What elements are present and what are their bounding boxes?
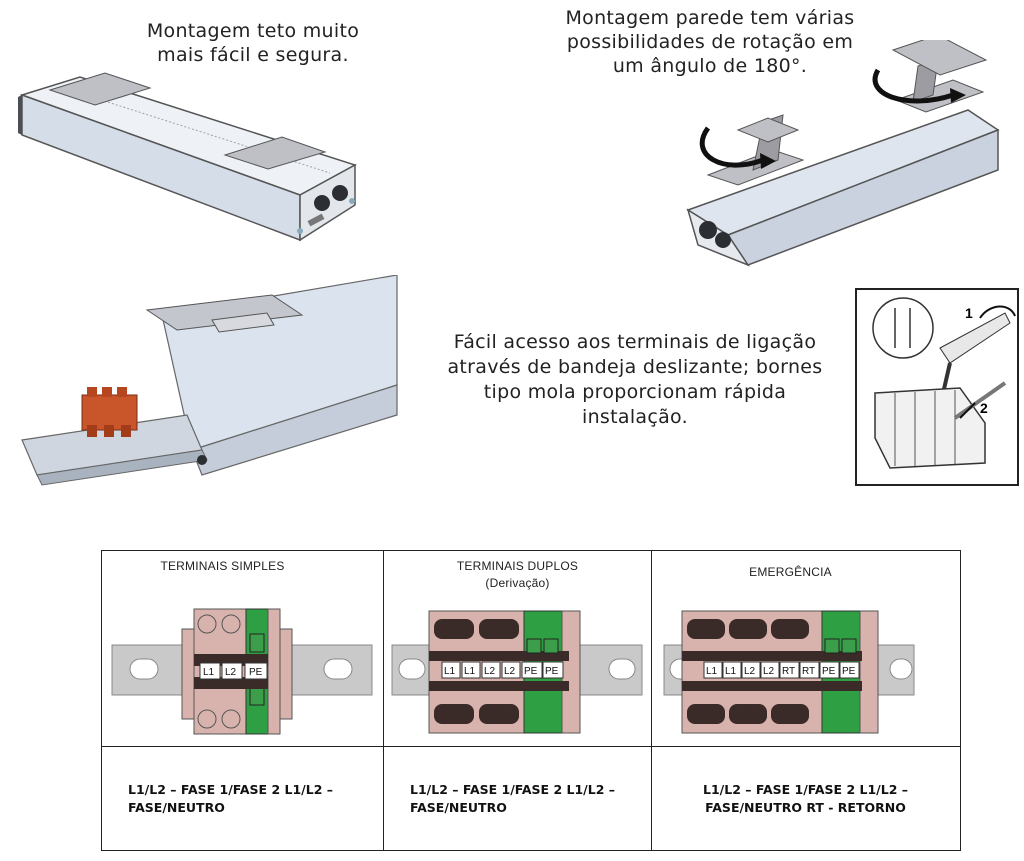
terminal-label: PE (249, 667, 263, 678)
terminal-label: RT (802, 666, 815, 677)
terminal-label: L1 (203, 667, 215, 678)
sliding-tray-image (12, 275, 402, 490)
wall-mount-caption: Montagem parede tem várias possibilidade… (540, 6, 880, 78)
emergency-terminal-block-image: L1 L1 L2 L2 RT RT PE PE (663, 610, 915, 734)
terminal-label: L2 (504, 666, 516, 677)
simple-terminal-block-image: L1 L2 PE (111, 608, 373, 735)
terminal-label: L1 (464, 666, 476, 677)
terminal-column-double: TERMINAIS DUPLOS (Derivação) L1 L1 (383, 551, 651, 850)
access-caption-line-2: através de bandeja deslizante; bornes (447, 356, 823, 378)
spring-terminal-diagram: 1 2 (855, 288, 1019, 486)
table-row-divider (102, 746, 960, 747)
access-caption-line-4: instalação. (582, 406, 688, 428)
column-title: TERMINAIS DUPLOS (456, 559, 579, 573)
ceiling-caption-line-1: Montagem teto muito (146, 20, 360, 42)
terminal-column-simple: TERMINAIS SIMPLES L1 L2 PE L1/L2 – (102, 551, 383, 850)
access-caption-line-3: tipo mola proporcionam rápida (483, 381, 787, 403)
wall-caption-line-2: possibilidades de rotação em (566, 31, 854, 53)
column-subtitle: (Derivação) (485, 576, 550, 590)
access-caption-line-1: Fácil acesso aos terminais de ligação (453, 331, 817, 353)
terminal-label: L2 (225, 667, 237, 678)
terminal-label: L1 (706, 666, 718, 677)
terminal-label: PE (842, 666, 856, 677)
wall-caption-line-1: Montagem parede tem várias (565, 7, 855, 29)
double-terminal-block-image: L1 L1 L2 L2 PE PE (391, 610, 643, 734)
ceiling-caption-line-2: mais fácil e segura. (157, 44, 349, 66)
diagram-step-2-label: 2 (980, 400, 988, 416)
terminal-label: PE (545, 666, 559, 677)
terminal-label: L2 (484, 666, 496, 677)
terminal-description: L1/L2 – FASE 1/FASE 2 L1/L2 – FASE/NEUTR… (703, 782, 908, 815)
terminal-label: L1 (725, 666, 737, 677)
terminal-column-emergency: EMERGÊNCIA L1 L (651, 551, 959, 850)
ceiling-mount-luminaire-image (18, 72, 357, 242)
terminal-label: L1 (444, 666, 456, 677)
wall-mount-luminaire-image (686, 40, 1000, 267)
terminal-label: L2 (763, 666, 775, 677)
terminal-description: L1/L2 – FASE 1/FASE 2 L1/L2 – FASE/NEUTR… (128, 782, 333, 815)
column-title: EMERGÊNCIA (749, 565, 832, 579)
terminal-types-table: TERMINAIS SIMPLES L1 L2 PE L1/L2 – (101, 550, 961, 851)
wall-caption-line-3: um ângulo de 180°. (612, 55, 808, 77)
terminal-label: RT (782, 666, 795, 677)
terminal-access-caption: Fácil acesso aos terminais de ligação at… (420, 330, 850, 430)
terminal-label: PE (524, 666, 538, 677)
diagram-step-1-label: 1 (965, 305, 973, 321)
terminal-label: PE (822, 666, 836, 677)
terminal-description: L1/L2 – FASE 1/FASE 2 L1/L2 – FASE/NEUTR… (410, 782, 615, 815)
terminal-label: L2 (744, 666, 756, 677)
ceiling-mount-caption: Montagem teto muito mais fácil e segura. (128, 19, 378, 67)
column-title: TERMINAIS SIMPLES (160, 559, 285, 573)
